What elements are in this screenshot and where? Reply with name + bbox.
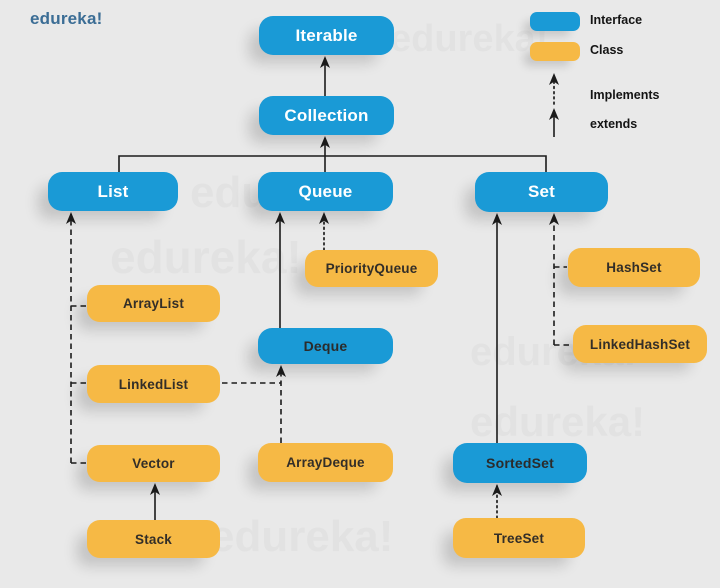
legend-extends-label: extends bbox=[590, 117, 638, 131]
legend-class-swatch bbox=[530, 42, 580, 61]
legend-interface-label: Interface bbox=[590, 13, 643, 27]
node-set: Set bbox=[475, 172, 608, 212]
legend-class-label: Class bbox=[590, 43, 624, 57]
legend-implements-label: Implements bbox=[590, 88, 660, 102]
node-iterable: Iterable bbox=[259, 16, 394, 55]
node-arraylist: ArrayList bbox=[87, 285, 220, 322]
node-list: List bbox=[48, 172, 178, 211]
node-deque: Deque bbox=[258, 328, 393, 364]
node-collection: Collection bbox=[259, 96, 394, 135]
node-sortedset: SortedSet bbox=[453, 443, 587, 483]
node-linkedhashset: LinkedHashSet bbox=[573, 325, 707, 363]
node-arraydeque: ArrayDeque bbox=[258, 443, 393, 482]
node-linkedlist: LinkedList bbox=[87, 365, 220, 403]
implements-dotted-edges bbox=[319, 73, 559, 519]
extends-edges bbox=[118, 56, 559, 520]
edge-bus-list-queue-set bbox=[118, 155, 547, 172]
implements-dashed-edges bbox=[66, 212, 572, 464]
node-treeset: TreeSet bbox=[453, 518, 585, 558]
node-hashset: HashSet bbox=[568, 248, 700, 287]
node-priorityqueue: PriorityQueue bbox=[305, 250, 438, 287]
node-queue: Queue bbox=[258, 172, 393, 211]
edureka-logo: edureka! bbox=[30, 9, 103, 28]
legend-interface-swatch bbox=[530, 12, 580, 31]
node-vector: Vector bbox=[87, 445, 220, 482]
node-stack: Stack bbox=[87, 520, 220, 558]
